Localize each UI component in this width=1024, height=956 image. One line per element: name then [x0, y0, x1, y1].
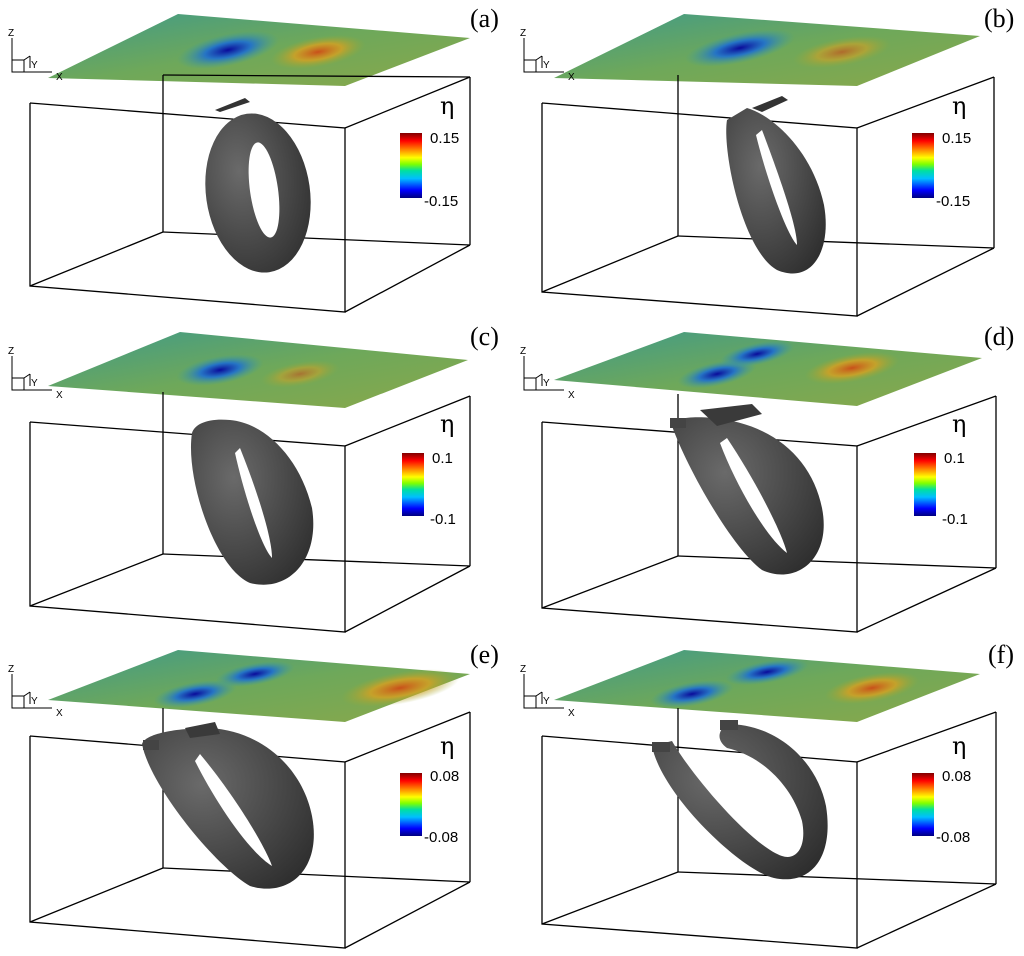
vortex-ring — [205, 98, 311, 273]
vortex-ring — [142, 722, 314, 889]
colorbar — [400, 773, 422, 836]
axis-x-label: X — [568, 390, 575, 401]
crest-region — [340, 669, 460, 707]
colorbar-max: 0.15 — [430, 130, 460, 147]
trough-region-2 — [725, 658, 809, 686]
panel-b: Z Y X (b) η 0.15 -0.15 — [512, 0, 1024, 318]
axis-z-label: Z — [8, 664, 15, 675]
domain-box — [541, 394, 997, 633]
panel-label: (e) — [470, 640, 499, 669]
axis-triad — [523, 356, 564, 391]
free-surface-plane — [554, 332, 982, 406]
panel-e-scene — [11, 650, 471, 949]
axis-x-label: X — [56, 72, 63, 83]
axis-triad — [523, 38, 564, 73]
domain-box — [541, 708, 997, 949]
colorbar-title: η — [440, 92, 455, 120]
panel-d-scene — [523, 332, 997, 633]
crest-region — [270, 35, 366, 69]
colorbar-title: η — [440, 410, 455, 438]
colorbar — [914, 453, 936, 516]
axis-z-label: Z — [520, 346, 527, 357]
panel-a: Z Y X (a) η 0.15 -0.15 — [0, 0, 512, 318]
axis-x-label: X — [568, 72, 575, 83]
panel-label: (b) — [984, 4, 1015, 33]
axis-y-label: Y — [31, 378, 38, 389]
axis-z-label: Z — [8, 28, 15, 39]
colorbar — [400, 133, 422, 198]
colorbar — [402, 453, 424, 516]
axis-y-label: Y — [543, 60, 550, 71]
crest-region — [792, 35, 892, 69]
colorbar-min: -0.1 — [430, 511, 456, 528]
colorbar-title: η — [952, 410, 967, 438]
panel-b-scene — [523, 14, 995, 317]
colorbar-min: -0.1 — [942, 511, 968, 528]
panel-c: Z Y X (c) η 0.1 -0.1 — [0, 318, 512, 636]
axis-y-label: Y — [543, 378, 550, 389]
trough-region — [176, 354, 264, 386]
axis-y-label: Y — [31, 696, 38, 707]
trough-region — [685, 29, 795, 67]
axis-z-label: Z — [520, 28, 527, 39]
axis-triad — [11, 38, 52, 73]
panel-e: Z Y X (e) η 0.08 -0.08 — [0, 636, 512, 954]
panel-label: (c) — [470, 322, 499, 351]
panel-a-scene — [11, 14, 471, 313]
axis-y-label: Y — [543, 696, 550, 707]
panel-label: (a) — [470, 4, 499, 33]
axis-x-label: X — [56, 390, 63, 401]
colorbar-title: η — [952, 92, 967, 120]
vortex-ring — [652, 720, 828, 880]
axis-triad — [11, 674, 52, 709]
colorbar-max: 0.08 — [942, 768, 972, 785]
axis-y-label: Y — [31, 60, 38, 71]
trough-region — [153, 680, 237, 708]
colorbar-max: 0.1 — [432, 450, 453, 467]
panel-f: Z Y X (f) η 0.08 -0.08 — [512, 636, 1024, 954]
colorbar-max: 0.15 — [942, 130, 972, 147]
panel-label: (f) — [988, 640, 1014, 669]
axis-x-label: X — [56, 708, 63, 719]
colorbar-min: -0.08 — [936, 829, 971, 846]
colorbar-min: -0.15 — [424, 193, 459, 210]
panel-c-scene — [11, 332, 471, 633]
axis-triad — [523, 674, 564, 709]
colorbar — [912, 773, 934, 836]
axis-z-label: Z — [520, 664, 527, 675]
colorbar-max: 0.08 — [430, 768, 460, 785]
colorbar-min: -0.08 — [424, 829, 459, 846]
crest-region — [804, 351, 900, 385]
trough-region — [177, 30, 279, 70]
panel-label: (d) — [984, 322, 1015, 351]
axis-z-label: Z — [8, 346, 15, 357]
colorbar-max: 0.1 — [944, 450, 965, 467]
crest-region — [824, 671, 920, 705]
trough-region-2 — [215, 661, 295, 687]
vortex-ring — [726, 96, 826, 274]
vortex-ring — [190, 419, 314, 585]
crest-region — [260, 360, 340, 388]
colorbar-title: η — [440, 732, 455, 760]
axis-x-label: X — [568, 708, 575, 719]
axis-triad — [11, 356, 52, 391]
colorbar-title: η — [952, 732, 967, 760]
trough-region-2 — [719, 340, 795, 368]
panel-d: Z Y X (d) η 0.1 -0.1 — [512, 318, 1024, 636]
colorbar — [912, 133, 934, 198]
panel-f-scene — [523, 650, 997, 949]
vortex-ring — [670, 404, 824, 575]
colorbar-min: -0.15 — [936, 193, 971, 210]
trough-region — [650, 680, 734, 708]
